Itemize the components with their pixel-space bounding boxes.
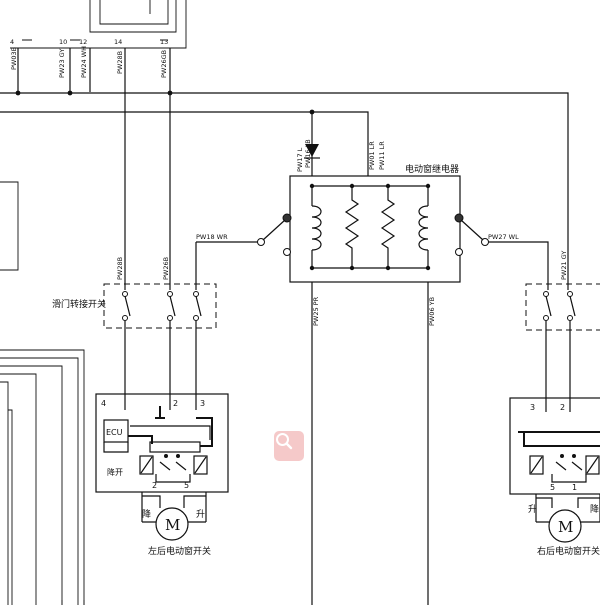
pin-2-left: 2 <box>173 399 178 408</box>
pin-4-left: 4 <box>101 399 106 408</box>
right-window-switch-module: 3 2 5 1 <box>509 397 600 495</box>
motor-pin-1-right: 1 <box>572 483 577 492</box>
left-transfer-switch: 滑门转接开关 PW28B PW26B <box>52 242 217 410</box>
pin-3-left: 3 <box>200 399 205 408</box>
motor-pin-2-left: 2 <box>152 481 157 490</box>
right-window-motor: M 升 降 右后电动窗开关 <box>528 494 600 557</box>
motor-up-label: 升 <box>196 509 205 520</box>
pin-12: 12 <box>79 38 87 46</box>
wire-pw11: PW11 LR <box>378 141 386 170</box>
pin-4: 4 <box>10 38 14 46</box>
pin-14: 14 <box>114 38 122 46</box>
wire-pw26gb: PW26GB <box>160 50 168 78</box>
left-window-motor: M 降 升 左后电动窗开关 <box>141 492 211 557</box>
wire-pw03b: PW03B <box>10 47 18 70</box>
pin-2-right: 2 <box>560 403 565 412</box>
wire-pw06: PW06 YB <box>428 297 436 326</box>
right-module-label: 右后电动窗开关 <box>537 545 600 557</box>
wire-pw23: PW23 GY <box>58 49 66 78</box>
wire-pw16: PW16 LB <box>304 139 312 168</box>
motor-up-label-right: 升 <box>528 504 537 515</box>
motor-down-label: 降 <box>142 508 151 520</box>
pin-10: 10 <box>59 38 67 46</box>
search-icon <box>276 433 293 450</box>
switch-label: 滑门转接开关 <box>52 298 106 310</box>
wire-pw28b-left: PW28B <box>116 257 124 280</box>
pin-13: 13 <box>160 38 168 46</box>
wire-pw01: PW01 LR <box>368 141 376 170</box>
wire-pw18: PW18 WR <box>196 233 228 241</box>
ecu-label: ECU <box>106 428 123 437</box>
wire-pw27: PW27 WL <box>488 233 519 241</box>
wire-pw21-right: PW21 GY <box>560 251 568 280</box>
search-button[interactable] <box>274 431 304 461</box>
motor-symbol-right: M <box>558 518 573 536</box>
pin-3-right: 3 <box>530 403 535 412</box>
top-connector: 4 10 12 14 13 PW03B PW23 GY PW24 WH PW28… <box>10 0 187 78</box>
left-window-switch-module: 4 2 3 ECU 降开 2 5 <box>95 393 229 493</box>
motor-symbol-left: M <box>165 516 180 534</box>
power-window-relay: PW17 L PW16 LB PW01 LR PW11 LR 电动窗继电器 <box>196 112 549 605</box>
left-module-label: 左后电动窗开关 <box>148 545 211 557</box>
motor-pin-5-right: 5 <box>550 483 555 492</box>
wire-pw24: PW24 WH <box>80 46 88 78</box>
right-transfer-switch: PW21 GY <box>525 251 600 412</box>
wire-pw26b-left: PW26B <box>162 257 170 280</box>
relay-label: 电动窗继电器 <box>405 163 459 175</box>
motor-pin-5-left: 5 <box>184 481 189 490</box>
wire-pw28b: PW28B <box>116 51 124 74</box>
motor-down-label-right: 降 <box>590 503 599 515</box>
wire-pw17: PW17 L <box>296 147 304 172</box>
down-switch-label: 降开 <box>107 467 123 477</box>
wire-pw25: PW25 PR <box>312 296 320 326</box>
